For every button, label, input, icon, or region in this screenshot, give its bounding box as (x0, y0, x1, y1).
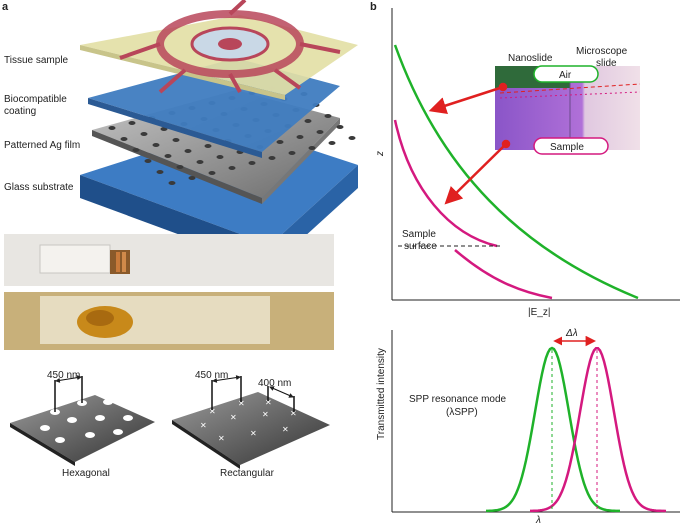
svg-text:✕: ✕ (218, 434, 225, 443)
ag-film-hole (216, 155, 224, 159)
svg-text:✕: ✕ (250, 429, 257, 438)
ag-film-hole (288, 151, 296, 155)
ag-film-hole (276, 140, 284, 144)
ag-film-hole (328, 141, 336, 145)
top-xlabel: |E_z| (528, 307, 550, 318)
hexagonal-period-label: 450 nm (47, 370, 80, 381)
ag-film-hole (156, 170, 164, 174)
ag-film-hole (204, 144, 212, 148)
ag-film-hole (296, 135, 304, 139)
tissue-sample-layer (80, 0, 358, 100)
air-label: Air (559, 70, 572, 81)
ag-film-hole (308, 146, 316, 150)
svg-text:✕: ✕ (209, 407, 216, 416)
tissue-on-slide-photo (4, 292, 334, 350)
ag-film-hole (152, 143, 160, 147)
inset-nanoslide-label: Nanoslide (508, 53, 553, 64)
bottom-ylabel: Transmitted intensity (376, 348, 387, 440)
ag-film-hole (164, 154, 172, 158)
green-field-decay-curve (393, 44, 639, 300)
ag-film-hole (120, 137, 128, 141)
ag-film-hole (172, 138, 180, 142)
layer-label-tissue-sample: Tissue sample (4, 55, 69, 66)
ag-film-hole (248, 161, 256, 165)
rectangular-period-a-label: 450 nm (195, 370, 228, 381)
ag-film-hole (268, 156, 276, 160)
layer-label-glass-substrate: Glass substrate (4, 182, 74, 193)
sample-label: Sample (550, 142, 584, 153)
ag-film-hole (316, 130, 324, 134)
spectra (486, 335, 667, 513)
ag-film-hole (188, 176, 196, 180)
spectrum-green-curve (486, 346, 620, 513)
svg-text:✕: ✕ (265, 398, 272, 407)
svg-text:✕: ✕ (282, 425, 289, 434)
shift-label: Δλ (565, 328, 578, 339)
nanoslide-stack-photo (4, 234, 334, 286)
ag-film-hole (196, 160, 204, 164)
ag-film-hole (184, 149, 192, 153)
magenta-field-curve-lower (454, 249, 553, 300)
bottom-plot-axes (391, 330, 680, 513)
ag-film-hole (336, 125, 344, 129)
magenta-field-curve-upper (393, 119, 498, 248)
bottom-xlabel: λ (535, 515, 541, 525)
panel-a-letter: a (2, 1, 9, 13)
spp-resonance-label: SPP resonance mode (409, 394, 507, 405)
ag-film-hole (108, 126, 116, 130)
rectangular-caption: Rectangular (220, 468, 275, 479)
red-pointer-arrows (428, 82, 511, 205)
ag-film-hole (304, 119, 312, 123)
rectangular-period-b-label: 400 nm (258, 378, 291, 389)
ag-film-hole (168, 181, 176, 185)
layer-label-ag-film: Patterned Ag film (4, 140, 80, 151)
svg-text:✕: ✕ (290, 409, 297, 418)
ag-film-hole (348, 136, 356, 140)
top-plot-axes (391, 8, 680, 301)
svg-text:✕: ✕ (230, 413, 237, 422)
ag-film-hole (208, 171, 216, 175)
ag-film-hole (176, 165, 184, 169)
hexagonal-caption: Hexagonal (62, 468, 110, 479)
ag-film-hole (228, 166, 236, 170)
ag-film-hole (144, 159, 152, 163)
svg-text:✕: ✕ (238, 399, 245, 408)
ag-film-hole (324, 114, 332, 118)
svg-text:✕: ✕ (200, 421, 207, 430)
spp-lambda-label: (λSPP) (446, 407, 478, 418)
ag-film-hole (132, 148, 140, 152)
air-label-box (533, 65, 599, 83)
hexagonal-lattice-diagram (10, 375, 155, 466)
sample-label-box (533, 137, 609, 155)
top-ylabel: z (375, 151, 386, 157)
ag-film-hole (128, 121, 136, 125)
rectangular-lattice-diagram: ✕✕✕ ✕✕✕✕ ✕✕✕ (172, 375, 330, 469)
ag-film-hole (140, 132, 148, 136)
spectrum-magenta-curve (530, 347, 667, 513)
svg-text:✕: ✕ (262, 410, 269, 419)
panel-b-letter: b (370, 1, 377, 13)
